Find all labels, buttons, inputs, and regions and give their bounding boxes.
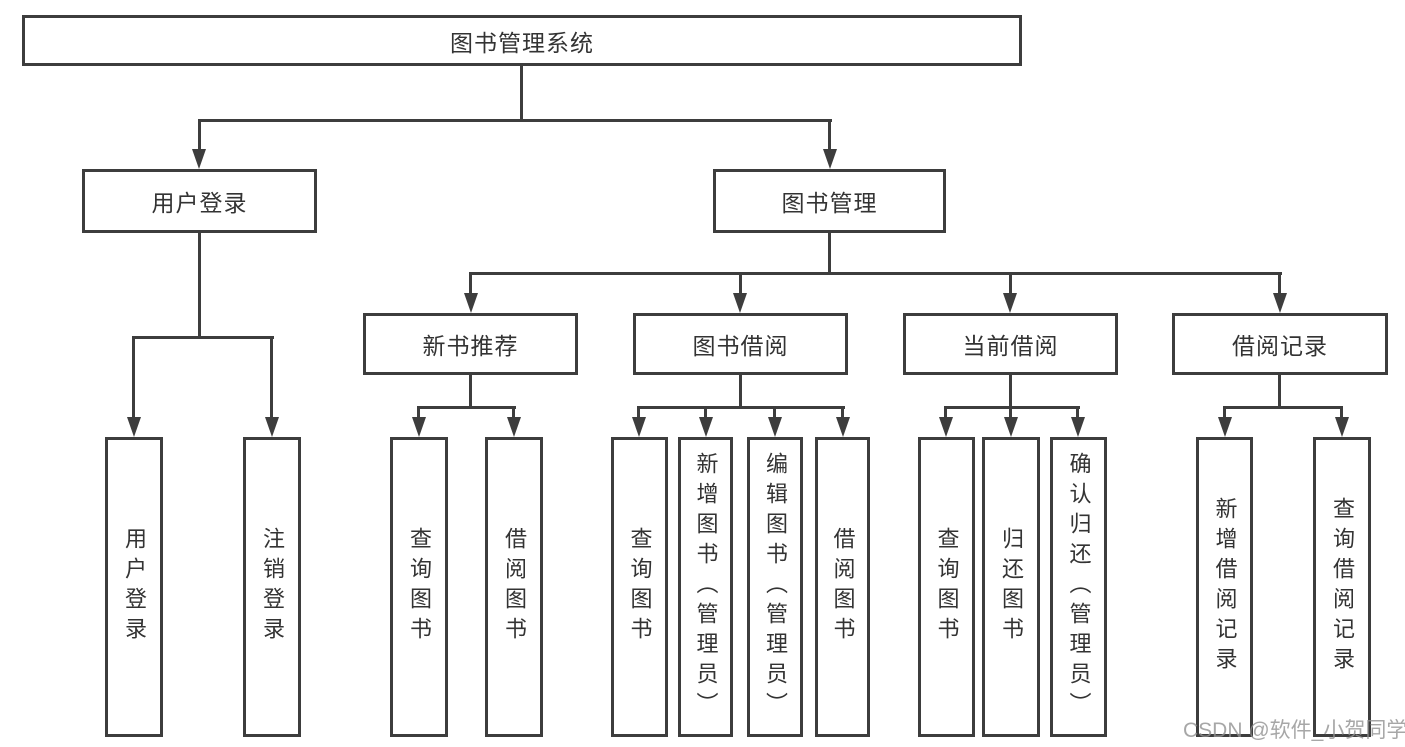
connector-current-branch [945,406,1080,409]
connector-leaf-drop [1340,406,1343,419]
leaf-borrow-edit-books-admin: 编辑图书（管理员） [747,437,803,737]
connector-borrow-branch [638,406,845,409]
connector-leaf-drop [512,406,515,419]
connector-book-mgmt-branch [469,272,1282,275]
leaf-borrow-borrow-books: 借阅图书 [815,437,870,737]
connector-l3-drop [1278,272,1281,295]
connector-leaf-drop [1076,406,1079,419]
node-book-management: 图书管理 [713,169,946,233]
connector-leaf-drop [944,406,947,419]
connector-user-login-stem [198,233,201,336]
connector-leaf-drop [637,406,640,419]
connector-leaf-drop [1223,406,1226,419]
connector-l3-drop [469,272,472,295]
connector-recommend-stem [469,375,472,408]
leaf-current-query-books: 查询图书 [918,437,975,737]
connector-recommend-branch [417,406,516,409]
node-current-borrow: 当前借阅 [903,313,1118,375]
arrow-down-icon [507,417,521,437]
connector-l3-drop [1009,272,1012,295]
node-library-management-system: 图书管理系统 [22,15,1022,66]
leaf-current-return-books: 归还图书 [982,437,1040,737]
arrow-down-icon [192,149,206,169]
leaf-recommend-borrow-books: 借阅图书 [485,437,543,737]
connector-root-branch [198,119,832,122]
arrow-down-icon [412,417,426,437]
connector-root-stem [520,66,523,119]
connector-records-branch [1224,406,1343,409]
connector-leaf-drop [132,336,135,419]
connector-user-login-branch [132,336,274,339]
connector-leaf-drop [1009,406,1012,419]
connector-leaf-drop [773,406,776,419]
arrow-down-icon [836,417,850,437]
arrow-down-icon [823,149,837,169]
leaf-user-login: 用户登录 [105,437,163,737]
arrow-down-icon [768,417,782,437]
arrow-down-icon [1335,417,1349,437]
arrow-down-icon [939,417,953,437]
connector-leaf-drop [841,406,844,419]
node-book-borrow: 图书借阅 [633,313,848,375]
arrow-down-icon [127,417,141,437]
connector-current-stem [1009,375,1012,408]
leaf-logout: 注销登录 [243,437,301,737]
csdn-watermark: CSDN @软件_小贺同学 [1183,719,1405,742]
leaf-records-add-record: 新增借阅记录 [1196,437,1253,737]
arrow-down-icon [265,417,279,437]
arrow-down-icon [1273,293,1287,313]
arrow-down-icon [1071,417,1085,437]
leaf-recommend-query-books: 查询图书 [390,437,448,737]
connector-book-mgmt-stem [828,233,831,275]
connector-user-login-drop [198,119,201,151]
connector-leaf-drop [417,406,420,419]
arrow-down-icon [632,417,646,437]
arrow-down-icon [699,417,713,437]
connector-leaf-drop [270,336,273,419]
connector-leaf-drop [704,406,707,419]
connector-records-stem [1278,375,1281,408]
node-user-login: 用户登录 [82,169,317,233]
connector-borrow-stem [739,375,742,408]
leaf-borrow-query-books: 查询图书 [611,437,668,737]
leaf-borrow-add-books-admin: 新增图书（管理员） [678,437,733,737]
connector-book-mgmt-drop [828,119,831,151]
arrow-down-icon [1003,293,1017,313]
arrow-down-icon [464,293,478,313]
arrow-down-icon [1218,417,1232,437]
leaf-current-confirm-return-admin: 确认归还（管理员） [1050,437,1107,737]
arrow-down-icon [733,293,747,313]
connector-l3-drop [739,272,742,295]
leaf-records-query-record: 查询借阅记录 [1313,437,1371,737]
node-new-book-recommend: 新书推荐 [363,313,578,375]
node-borrow-records: 借阅记录 [1172,313,1388,375]
arrow-down-icon [1004,417,1018,437]
